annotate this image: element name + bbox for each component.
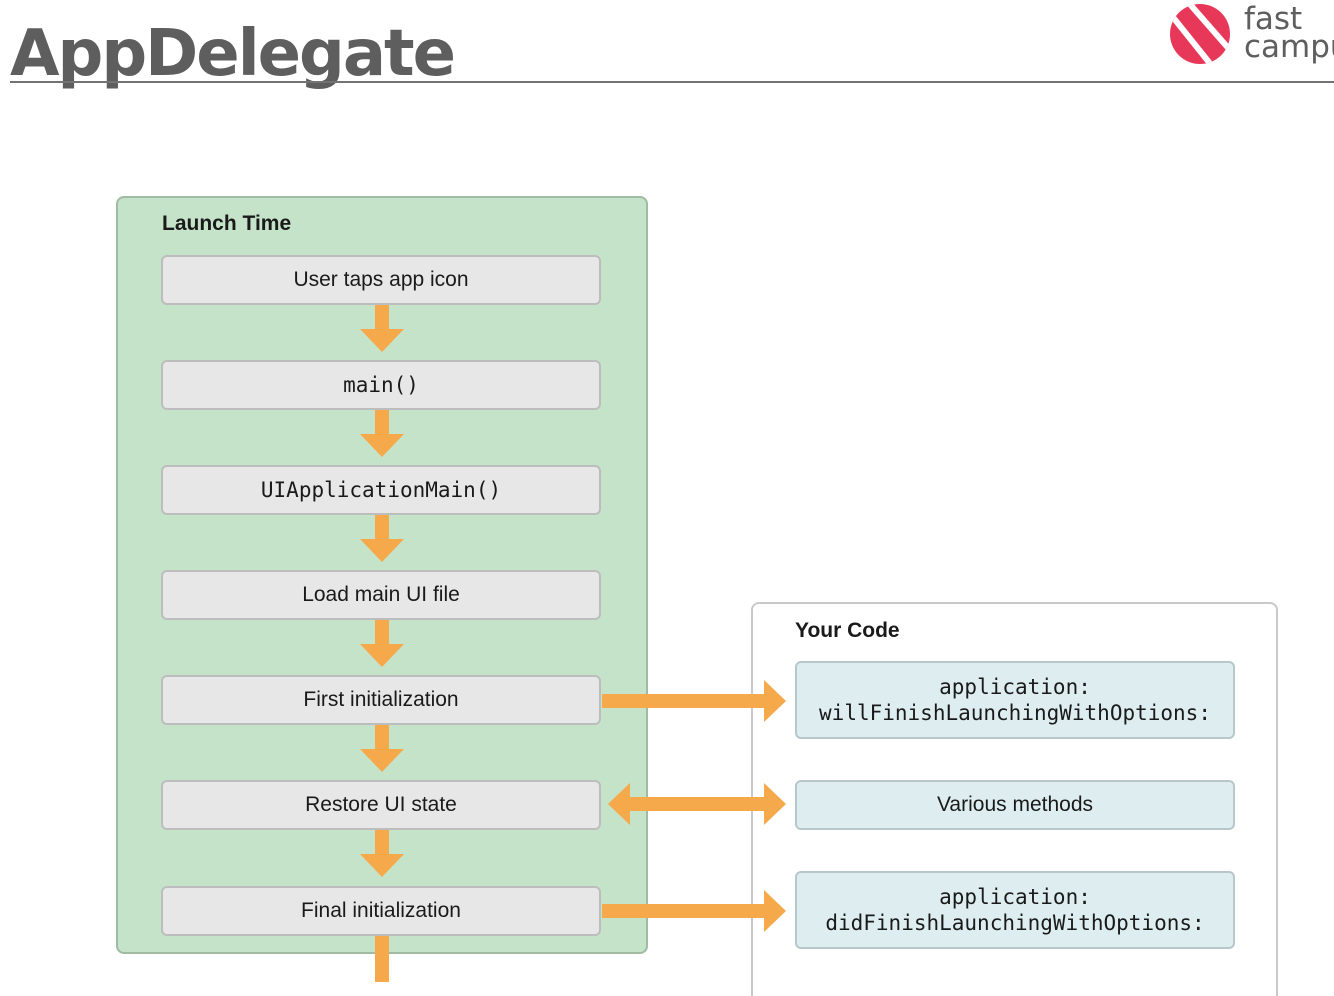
step-label: UIApplicationMain() [260,478,502,502]
down-arrow [360,830,404,877]
step-restore-ui-state: Restore UI state [161,780,601,830]
step-label: Restore UI state [305,793,457,816]
code-will-finish-launching: application: willFinishLaunchingWithOpti… [795,661,1235,739]
down-arrow [360,515,404,562]
code-various-methods: Various methods [795,780,1235,830]
code-line: didFinishLaunchingWithOptions: [825,911,1205,935]
code-line: application: [939,885,1091,909]
down-arrow [360,410,404,457]
step-label: First initialization [303,688,459,711]
double-arrow [608,783,786,825]
right-arrow [602,890,786,932]
logo-text-line1: fast [1244,2,1303,37]
step-label: User taps app icon [293,268,469,291]
step-label: Final initialization [301,899,461,922]
step-label: main() [343,373,419,397]
step-uiapplicationmain: UIApplicationMain() [161,465,601,515]
step-load-main-ui: Load main UI file [161,570,601,620]
title-underline [10,81,1334,83]
code-did-finish-launching: application: didFinishLaunchingWithOptio… [795,871,1235,949]
step-main: main() [161,360,601,410]
fastcampus-logo-icon [1170,4,1230,64]
slide-title: AppDelegate [10,17,456,91]
fastcampus-logo: fast campus [1168,2,1334,66]
code-line: willFinishLaunchingWithOptions: [819,701,1211,725]
down-arrow [360,725,404,772]
launch-time-heading: Launch Time [162,212,292,235]
code-line: application: [939,675,1091,699]
right-arrow [602,680,786,722]
step-final-initialization: Final initialization [161,886,601,936]
down-arrow [360,620,404,667]
your-code-heading: Your Code [795,619,900,642]
step-first-initialization: First initialization [161,675,601,725]
step-label: Load main UI file [302,583,460,606]
logo-text-line2: campus [1244,29,1334,65]
step-user-taps-icon: User taps app icon [161,255,601,305]
down-arrow [360,305,404,352]
down-arrow-tail [375,936,389,982]
code-line: Various methods [936,793,1094,816]
